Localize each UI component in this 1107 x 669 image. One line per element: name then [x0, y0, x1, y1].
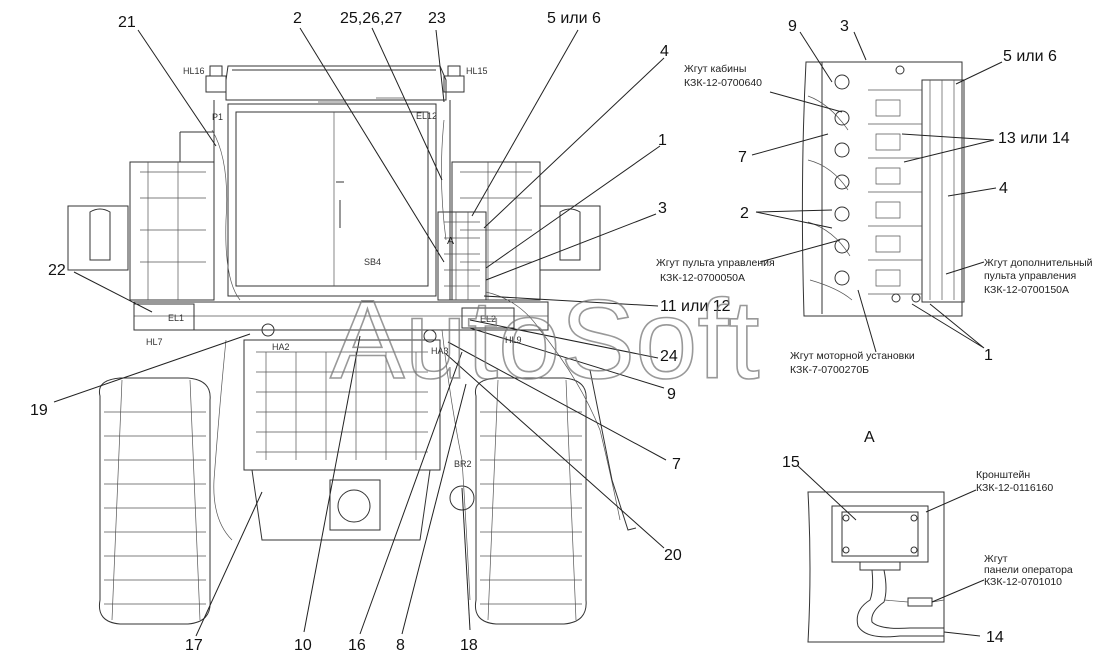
callout-9-detail: 9 — [788, 18, 797, 35]
callout-numbers: 21 2 25,26,27 23 5 или 6 4 1 3 22 11 или… — [30, 10, 731, 654]
callout-18: 18 — [460, 637, 478, 654]
callout-7: 7 — [672, 456, 681, 473]
note-cab-harness-line1: Жгут кабины — [684, 63, 746, 75]
fuse-panel-detail — [801, 61, 965, 317]
note-extra-panel-harness-line2: пульта управления — [984, 270, 1076, 282]
note-control-panel-harness-line2: КЗК-12-0700050А — [660, 272, 745, 284]
label-br2: BR2 — [454, 459, 472, 469]
leader-lines — [53, 27, 667, 637]
note-engine-harness-line1: Жгут моторной установки — [790, 350, 915, 362]
callout-13-or-14: 13 или 14 — [998, 130, 1070, 147]
note-bracket-line1: Кронштейн — [976, 469, 1030, 481]
label-view-a-marker: A — [447, 235, 454, 247]
callout-15: 15 — [782, 454, 800, 471]
harness-notes: Жгут кабины КЗК-12-0700640 Жгут пульта у… — [656, 63, 1093, 376]
watermark: AutoSoft — [330, 277, 760, 402]
callout-11-or-12: 11 или 12 — [660, 298, 731, 315]
label-el12: EL12 — [416, 111, 437, 121]
label-hl15: HL15 — [466, 66, 488, 76]
note-operator-panel-harness-line1: Жгут — [984, 553, 1008, 565]
callout-22: 22 — [48, 262, 66, 279]
callout-2-detail: 2 — [740, 205, 749, 222]
callout-25-26-27: 25,26,27 — [340, 10, 402, 27]
note-bracket-line2: КЗК-12-0116160 — [976, 482, 1053, 494]
right-wheel — [474, 377, 587, 625]
callout-3: 3 — [658, 200, 667, 217]
note-extra-panel-harness-line3: КЗК-12-0700150А — [984, 284, 1069, 296]
callout-1: 1 — [658, 132, 667, 149]
callout-23: 23 — [428, 10, 446, 27]
callout-5-or-6-detail: 5 или 6 — [1003, 48, 1057, 65]
callout-7-detail: 7 — [738, 149, 747, 166]
view-a-leaders — [797, 465, 985, 637]
callout-24: 24 — [660, 348, 678, 365]
callout-5-or-6: 5 или 6 — [547, 10, 601, 27]
label-ha3: HA3 — [431, 346, 449, 356]
callout-21: 21 — [118, 14, 136, 31]
note-cab-harness-line2: КЗК-12-0700640 — [684, 77, 762, 89]
callout-4: 4 — [660, 43, 669, 60]
label-p1: P1 — [212, 112, 223, 122]
left-wheel — [98, 377, 211, 625]
label-hl9: HL9 — [505, 335, 522, 345]
label-hl16: HL16 — [183, 66, 205, 76]
callout-14: 14 — [986, 629, 1004, 646]
view-a-detail: А — [807, 429, 945, 643]
callout-9: 9 — [667, 386, 676, 403]
note-extra-panel-harness-line1: Жгут дополнительный — [984, 257, 1093, 269]
callout-16: 16 — [348, 637, 366, 654]
label-el1: EL1 — [168, 313, 184, 323]
note-operator-panel-harness-line3: КЗК-12-0701010 — [984, 576, 1062, 588]
combine-rear-view — [67, 65, 637, 625]
label-sb4: SB4 — [364, 257, 381, 267]
callout-1-detail: 1 — [984, 347, 993, 364]
note-engine-harness-line2: КЗК-7-0700270Б — [790, 364, 869, 376]
callout-19: 19 — [30, 402, 48, 419]
callout-17: 17 — [185, 637, 203, 654]
fuse-panel-callouts: 9 3 5 или 6 7 13 или 14 4 2 1 — [738, 18, 1070, 364]
callout-8: 8 — [396, 637, 405, 654]
label-hl7: HL7 — [146, 337, 163, 347]
callout-3-detail: 3 — [840, 18, 849, 35]
note-operator-panel-harness-line2: панели оператора — [984, 564, 1073, 576]
callout-20: 20 — [664, 547, 682, 564]
label-el2: EL2 — [480, 314, 496, 324]
note-control-panel-harness-line1: Жгут пульта управления — [656, 257, 775, 269]
view-a-callouts: 15 14 Кронштейн КЗК-12-0116160 Жгут пане… — [782, 454, 1073, 646]
fuse-panel-leaders — [751, 31, 1003, 353]
component-labels: HL16 HL15 P1 EL12 SB4 EL1 HL7 HA2 HA3 EL… — [146, 66, 522, 469]
callout-2: 2 — [293, 10, 302, 27]
view-a-title: А — [864, 429, 875, 446]
callout-10: 10 — [294, 637, 312, 654]
callout-4-detail: 4 — [999, 180, 1008, 197]
label-ha2: HA2 — [272, 342, 290, 352]
